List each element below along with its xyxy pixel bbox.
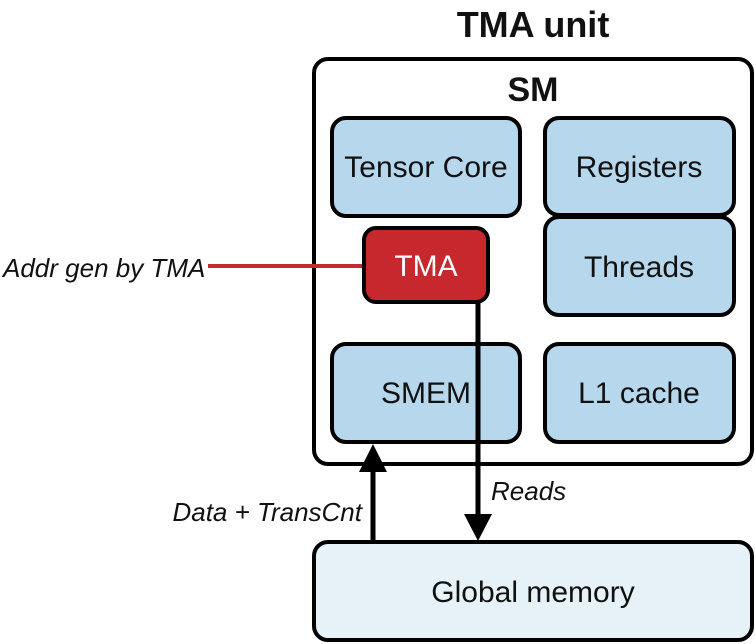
tma-label: TMA <box>394 250 457 283</box>
threads-box <box>543 215 736 317</box>
l1-cache-label: L1 cache <box>578 377 700 410</box>
data-transcnt-arrow-head <box>359 444 387 472</box>
tma-block: TMA <box>362 226 490 304</box>
data-transcnt-label: Data + TransCnt <box>172 497 363 527</box>
smem-block: SMEM <box>330 342 522 444</box>
tma-box <box>362 226 490 304</box>
l1-cache-block: L1 cache <box>543 342 736 444</box>
reads-label: Reads <box>491 476 566 506</box>
tensor-core-block: Tensor Core <box>330 116 522 218</box>
global-memory-label: Global memory <box>431 576 634 609</box>
threads-block: Threads <box>543 215 736 317</box>
l1-cache-box <box>543 342 736 444</box>
smem-label: SMEM <box>381 377 471 410</box>
smem-box <box>330 342 522 444</box>
reads-arrow <box>464 302 492 541</box>
data-transcnt-arrow <box>359 444 387 542</box>
threads-label: Threads <box>584 251 694 284</box>
registers-block: Registers <box>543 116 736 217</box>
reads-arrow-head <box>464 514 492 541</box>
addr-gen-label: Addr gen by TMA <box>1 253 205 283</box>
global-memory-box <box>312 540 754 642</box>
diagram-title: TMA unit <box>457 4 610 45</box>
global-memory-block: Global memory <box>312 540 754 642</box>
sm-label: SM <box>508 71 559 109</box>
tensor-core-label: Tensor Core <box>344 151 507 184</box>
tensor-core-box <box>330 116 522 218</box>
registers-label: Registers <box>576 151 703 184</box>
